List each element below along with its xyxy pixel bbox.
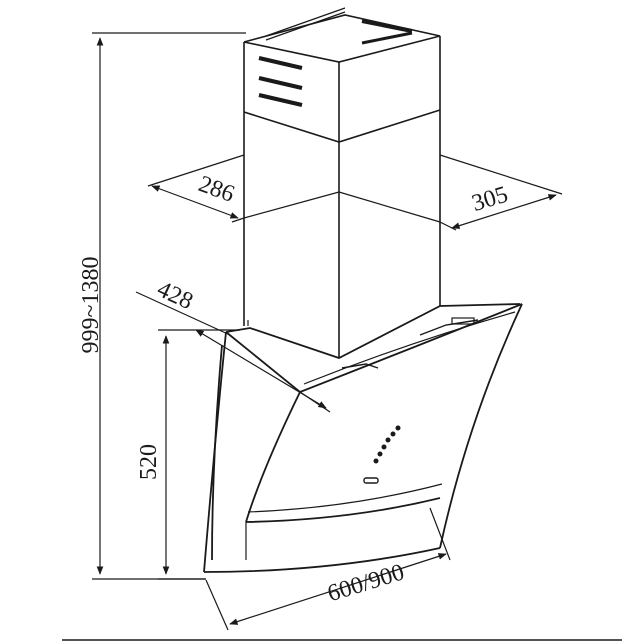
canopy-depth-label: 428 — [153, 276, 197, 315]
chimney-width-dimension — [439, 154, 563, 231]
canopy-height-label: 520 — [136, 444, 162, 480]
canopy-depth-dimension — [135, 291, 331, 413]
total-height-label: 999~1380 — [78, 257, 104, 354]
chimney-depth-dimension — [147, 154, 245, 223]
chimney-depth-label: 286 — [195, 171, 238, 208]
canopy-height-dimension — [158, 329, 240, 580]
canopy-width-label: 600/900 — [325, 559, 408, 607]
control-buttons — [363, 425, 401, 484]
canopy — [203, 303, 523, 573]
canopy-width-dimension — [205, 507, 451, 631]
chimney — [243, 7, 441, 358]
vent-slots — [258, 19, 413, 107]
